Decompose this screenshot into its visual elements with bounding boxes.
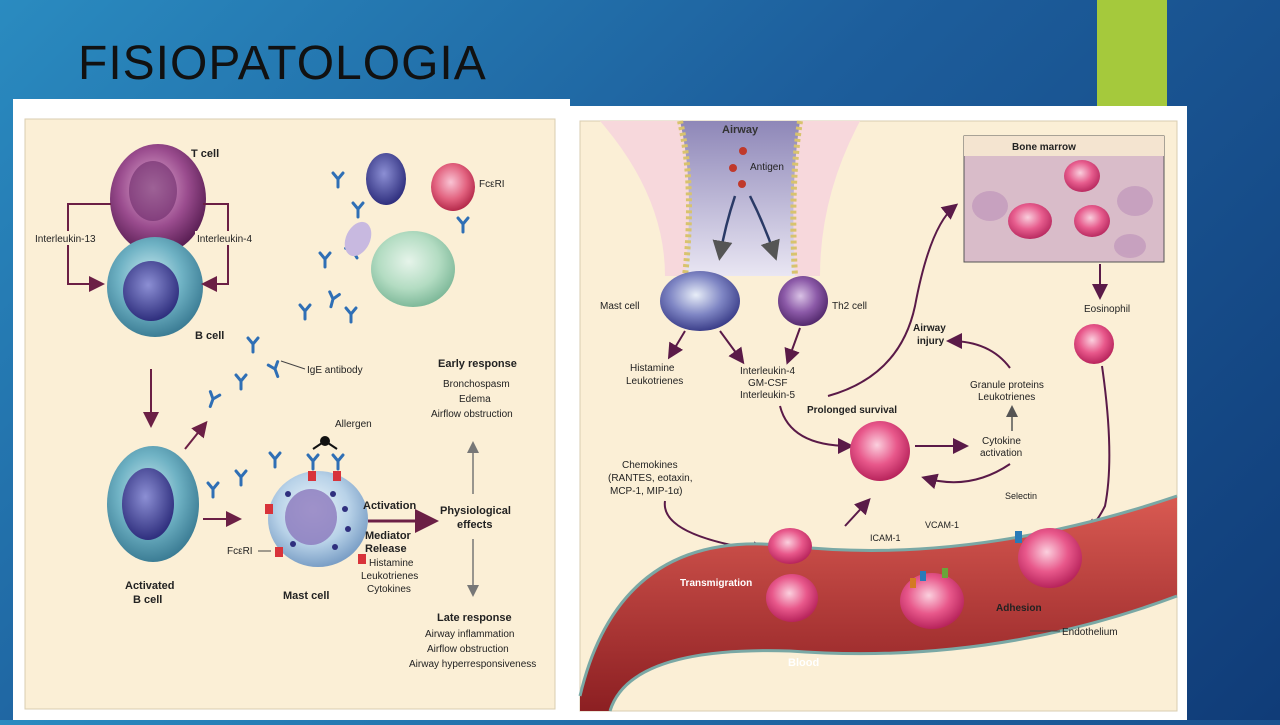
th2-cell-label: Th2 cell — [832, 301, 867, 312]
physiological-label-2: effects — [457, 519, 492, 531]
adhesion-label: Adhesion — [996, 603, 1042, 614]
fceri-label: FcεRI — [227, 546, 253, 557]
icam-label: ICAM-1 — [870, 533, 901, 543]
cytokine-item: Interleukin-4 — [740, 366, 795, 377]
endothelium-label: Endothelium — [1062, 627, 1118, 638]
eosinophil-cell — [431, 163, 475, 211]
t-cell-label: T cell — [191, 148, 219, 160]
cytokine-activation-label: activation — [980, 448, 1022, 459]
early-item: Airflow obstruction — [431, 409, 513, 420]
mast-cell-label: Mast cell — [600, 301, 639, 312]
chemokine-item: (RANTES, eotaxin, — [608, 473, 692, 484]
ige-sensitization-diagram: T cell B cell Interleukin-13 Interleukin… — [24, 118, 556, 710]
physiological-label-1: Physiological — [440, 505, 511, 517]
vcam-label: VCAM-1 — [925, 520, 959, 530]
late-item: Airway inflammation — [425, 629, 514, 640]
ige-antibody-label: IgE antibody — [307, 365, 363, 376]
activated-label-2: B cell — [133, 594, 162, 606]
accent-bar — [1097, 0, 1167, 108]
transmigration-label: Transmigration — [680, 578, 752, 589]
airway-injury-label-2: injury — [917, 336, 945, 347]
adhering-eosinophil — [900, 573, 964, 629]
early-item: Bronchospasm — [443, 379, 510, 390]
activated-label-1: Activated — [125, 580, 175, 592]
mediator-label-1: Mediator — [365, 530, 412, 542]
late-item: Airway hyperresponsiveness — [409, 659, 536, 670]
slide-title: FISIOPATOLOGIA — [78, 37, 487, 90]
airway-lumen — [680, 121, 800, 276]
eosinophil-cell — [1074, 324, 1114, 364]
fceri-top-label: FcεRI — [479, 179, 505, 190]
basophil-cell — [366, 153, 406, 205]
cytokine-activation-label: Cytokine — [982, 436, 1021, 447]
th2-cell — [778, 276, 828, 326]
right-figure-panel: Airway Antigen Mast cell Th2 cell Histam… — [570, 106, 1187, 720]
eosinophil-label: Eosinophil — [1084, 304, 1130, 315]
activation-label: Activation — [363, 500, 416, 512]
eosinophil-survival-cell — [850, 421, 910, 481]
prolonged-survival-label: Prolonged survival — [807, 405, 897, 416]
mast-product: Leukotrienes — [626, 376, 683, 387]
late-response-label: Late response — [437, 612, 512, 624]
transmigrating-eosinophil — [766, 574, 818, 622]
allergen-label: Allergen — [335, 419, 372, 430]
selectin-label: Selectin — [1005, 491, 1037, 501]
interleukin-4-label: Interleukin-4 — [197, 234, 252, 245]
rolling-eosinophil — [1018, 528, 1082, 588]
cytokine-item: GM-CSF — [748, 378, 787, 389]
mast-cell — [660, 271, 740, 331]
granule-item: Leukotrienes — [978, 392, 1035, 403]
chemokine-item: MCP-1, MIP-1α) — [610, 486, 682, 497]
airway-injury-label-1: Airway — [913, 323, 946, 334]
airway-label: Airway — [722, 124, 759, 136]
mediator-item: Cytokines — [367, 584, 411, 595]
early-response-label: Early response — [438, 358, 517, 370]
granule-item: Granule proteins — [970, 380, 1044, 391]
mast-product: Histamine — [630, 363, 675, 374]
cytokine-item: Interleukin-5 — [740, 390, 795, 401]
left-figure-panel: T cell B cell Interleukin-13 Interleukin… — [13, 99, 570, 720]
mediator-item: Leukotrienes — [361, 571, 418, 582]
mediator-label-2: Release — [365, 543, 407, 555]
bone-marrow-label: Bone marrow — [1012, 142, 1076, 153]
macrophage-cell — [371, 231, 455, 307]
eosinophil-pathway-diagram: Airway Antigen Mast cell Th2 cell Histam… — [578, 120, 1178, 712]
b-cell-label: B cell — [195, 330, 224, 342]
late-item: Airflow obstruction — [427, 644, 509, 655]
antigen-label: Antigen — [750, 162, 784, 173]
mediator-item: Histamine — [369, 558, 414, 569]
blood-label: Blood — [788, 657, 819, 669]
interleukin-13-label: Interleukin-13 — [35, 234, 96, 245]
early-item: Edema — [459, 394, 491, 405]
mast-cell-label: Mast cell — [283, 590, 329, 602]
chemokine-item: Chemokines — [622, 460, 678, 471]
